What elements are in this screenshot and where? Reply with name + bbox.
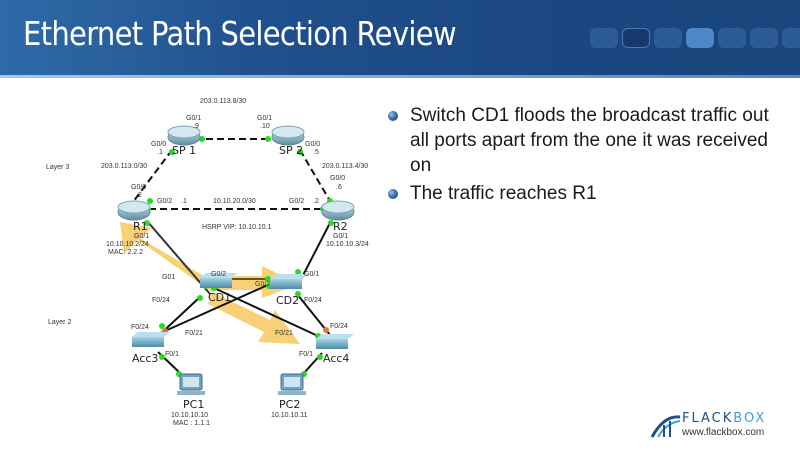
network-diagram: Layer 3 Layer 2 SP 1 SP 2 R1 R2 CD1 CD2 … bbox=[0, 82, 380, 442]
interface-label: F0/1 bbox=[299, 351, 313, 358]
pc-icon bbox=[177, 373, 205, 395]
interface-label: G0/0 bbox=[330, 175, 345, 182]
interface-ip-label: 10.10.10.3/24 bbox=[326, 241, 369, 248]
router-icon bbox=[117, 200, 151, 221]
interface-label: F0/24 bbox=[131, 324, 149, 331]
interface-label: F0/21 bbox=[275, 330, 293, 337]
progress-dots bbox=[590, 28, 800, 48]
slide-title: Ethernet Path Selection Review bbox=[23, 14, 457, 53]
switch-icon bbox=[316, 334, 354, 349]
interface-label: G0/1 bbox=[134, 233, 149, 240]
subnet-label: 203.0.113.0/30 bbox=[101, 163, 147, 170]
interface-label: F0/21 bbox=[185, 330, 203, 337]
interface-label: G0/2 bbox=[211, 271, 226, 278]
router-icon bbox=[167, 125, 201, 146]
traffic-arrow-cd1-r1 bbox=[120, 222, 222, 292]
logo-name-flack: FLACK bbox=[682, 411, 734, 426]
interface-ip-label: .6 bbox=[336, 184, 342, 191]
bullet-text: Switch CD1 floods the broadcast traffic … bbox=[410, 105, 769, 176]
router-icon bbox=[271, 125, 305, 146]
device-label-pc2: PC2 bbox=[279, 398, 300, 411]
interface-ip-label: .5 bbox=[313, 149, 319, 156]
flackbox-logo: FLACKBOX www.flackbox.com bbox=[650, 411, 790, 441]
topology-svg: Layer 3 Layer 2 SP 1 SP 2 R1 R2 CD1 CD2 … bbox=[46, 98, 369, 427]
subnet-label: 203.0.113.4/30 bbox=[322, 163, 368, 170]
interface-ip-label: 10.10.10.2/24 bbox=[106, 241, 149, 248]
progress-dot-current bbox=[686, 28, 714, 48]
logo-name: FLACKBOX bbox=[682, 411, 766, 426]
progress-dot bbox=[782, 28, 800, 48]
device-label-r2: R2 bbox=[333, 220, 348, 233]
interface-ip-label: .2 bbox=[136, 192, 142, 199]
bullet-icon bbox=[388, 111, 398, 121]
bridge-logo-icon bbox=[650, 415, 681, 438]
pc-icon bbox=[278, 373, 306, 395]
interface-label: G0/1 bbox=[304, 271, 319, 278]
device-label-r1: R1 bbox=[133, 220, 148, 233]
interface-label: F0/24 bbox=[304, 297, 322, 304]
interface-label: F0/1 bbox=[165, 351, 179, 358]
interface-ip-label: .1 bbox=[181, 198, 187, 205]
pc1-ip-label: 10.10.10.10 bbox=[171, 412, 208, 419]
interface-ip-label: .9 bbox=[193, 123, 199, 130]
interface-label: F0/24 bbox=[152, 297, 170, 304]
device-label-acc4: Acc4 bbox=[323, 352, 349, 365]
interface-label: G0/2 bbox=[289, 198, 304, 205]
interface-label: G0/1 bbox=[333, 233, 348, 240]
bullet-icon bbox=[388, 189, 398, 199]
router-icon bbox=[321, 200, 355, 221]
interface-label: G0/2 bbox=[255, 281, 270, 288]
device-label-cd2: CD2 bbox=[276, 294, 299, 307]
interface-label: G01 bbox=[162, 274, 175, 281]
link-sp1-r1 bbox=[129, 149, 173, 207]
switch-icon bbox=[132, 332, 170, 347]
interface-label: G0/2 bbox=[157, 198, 172, 205]
port-blocked-acc4-f024 bbox=[323, 327, 329, 333]
switch-icon bbox=[200, 273, 238, 288]
progress-dot bbox=[654, 28, 682, 48]
interface-label: F0/24 bbox=[330, 323, 348, 330]
interface-label: G0/0 bbox=[305, 141, 320, 148]
subnet-label: 10.10.20.0/30 bbox=[213, 198, 256, 205]
traffic-arrow-cd1-acc4 bbox=[208, 292, 300, 344]
bullet-text: The traffic reaches R1 bbox=[410, 183, 597, 204]
hsrp-vip-label: HSRP VIP: 10.10.10.1 bbox=[202, 224, 272, 231]
bullet-item: The traffic reaches R1 bbox=[388, 181, 788, 206]
device-label-pc1: PC1 bbox=[183, 398, 204, 411]
layer2-label: Layer 2 bbox=[48, 319, 71, 326]
interface-label: G0/1 bbox=[257, 115, 272, 122]
device-label-acc3: Acc3 bbox=[132, 352, 158, 365]
progress-dot bbox=[718, 28, 746, 48]
interface-ip-label: .1 bbox=[157, 149, 163, 156]
progress-dot bbox=[590, 28, 618, 48]
subnet-label: 203.0.113.8/30 bbox=[200, 98, 246, 105]
interface-ip-label: .10 bbox=[260, 123, 270, 130]
interface-label: G0/0 bbox=[131, 184, 146, 191]
interface-ip-label: .2 bbox=[313, 198, 319, 205]
port-status-dots bbox=[144, 136, 334, 377]
link-cd2-acc3 bbox=[164, 283, 271, 332]
logo-name-box: BOX bbox=[733, 411, 767, 426]
interface-label: G0/1 bbox=[186, 115, 201, 122]
device-label-sp2: SP 2 bbox=[279, 144, 303, 157]
pc1-mac-label: MAC : 1.1.1 bbox=[173, 420, 210, 427]
progress-dot bbox=[622, 28, 650, 48]
interface-label: G0/0 bbox=[151, 141, 166, 148]
layer3-label: Layer 3 bbox=[46, 164, 69, 171]
mac-label: MAC: 2.2.2 bbox=[108, 249, 143, 256]
bullet-list: Switch CD1 floods the broadcast traffic … bbox=[388, 103, 788, 209]
device-label-cd1: CD1 bbox=[208, 291, 231, 304]
bullet-item: Switch CD1 floods the broadcast traffic … bbox=[388, 103, 788, 178]
switch-icon bbox=[270, 274, 308, 289]
slide-header: Ethernet Path Selection Review bbox=[0, 0, 800, 78]
logo-url: www.flackbox.com bbox=[682, 427, 765, 438]
link-r1-cd1 bbox=[146, 220, 211, 295]
progress-dot bbox=[750, 28, 778, 48]
link-cd1-acc4 bbox=[213, 287, 319, 337]
pc2-ip-label: 10.10.10.11 bbox=[271, 412, 308, 419]
device-label-sp1: SP 1 bbox=[172, 144, 196, 157]
